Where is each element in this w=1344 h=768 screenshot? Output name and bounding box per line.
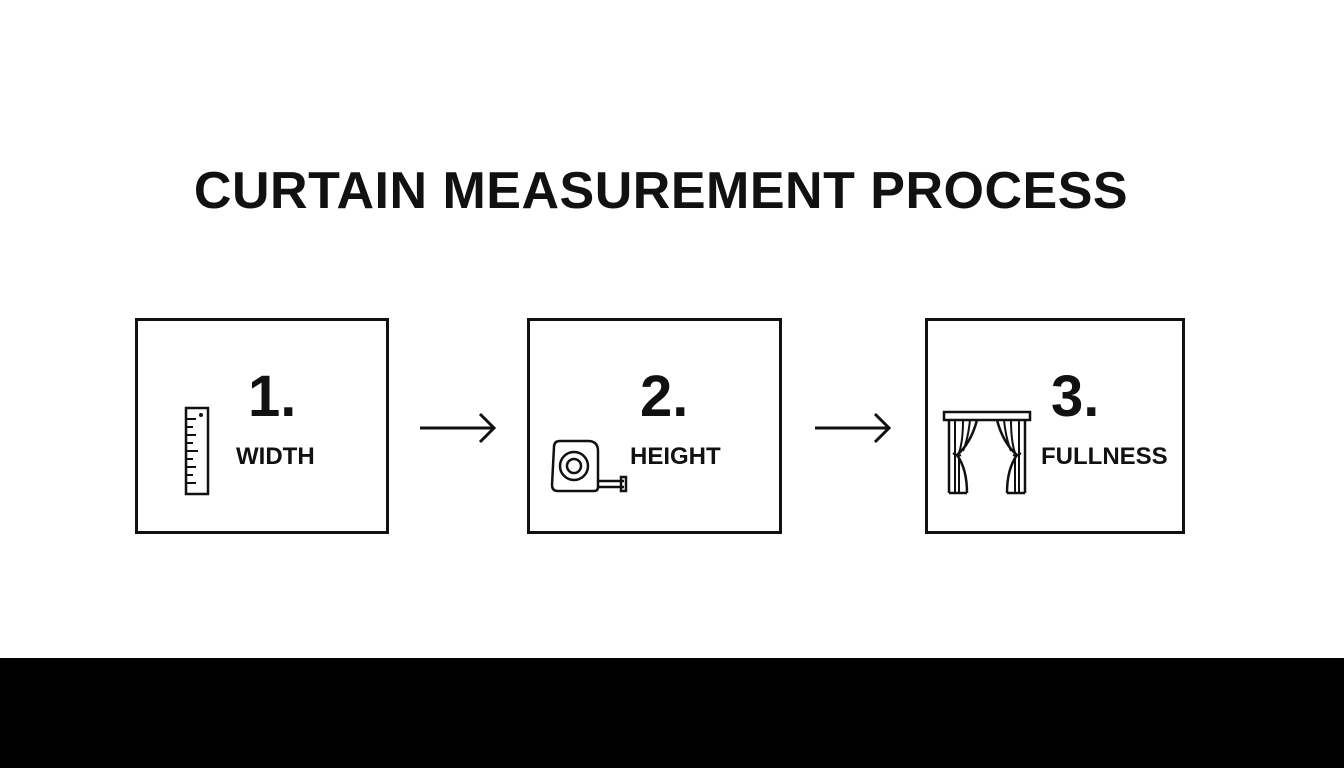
ruler-icon	[184, 406, 210, 496]
step-label-fullness: FULLNESS	[1041, 443, 1168, 470]
step-box-height: 2. HEIGHT	[527, 318, 782, 534]
arrow-right-icon	[815, 412, 892, 444]
step-label-width: WIDTH	[236, 443, 315, 470]
diagram-canvas: CURTAIN MEASUREMENT PROCESS 1. WIDTH	[135, 162, 1185, 534]
step-number: 3.	[1051, 364, 1100, 429]
step-box-fullness: 3. FULLNESS	[925, 318, 1185, 534]
curtain-icon	[942, 410, 1032, 495]
step-number: 1.	[248, 364, 297, 429]
step-label-height: HEIGHT	[630, 443, 721, 470]
step-box-width: 1. WIDTH	[135, 318, 389, 534]
arrow-right-icon	[420, 412, 497, 444]
step-number: 2.	[640, 364, 689, 429]
tape-measure-icon	[550, 439, 628, 493]
diagram-title: CURTAIN MEASUREMENT PROCESS	[193, 162, 1129, 220]
bottom-bar	[0, 658, 1344, 768]
